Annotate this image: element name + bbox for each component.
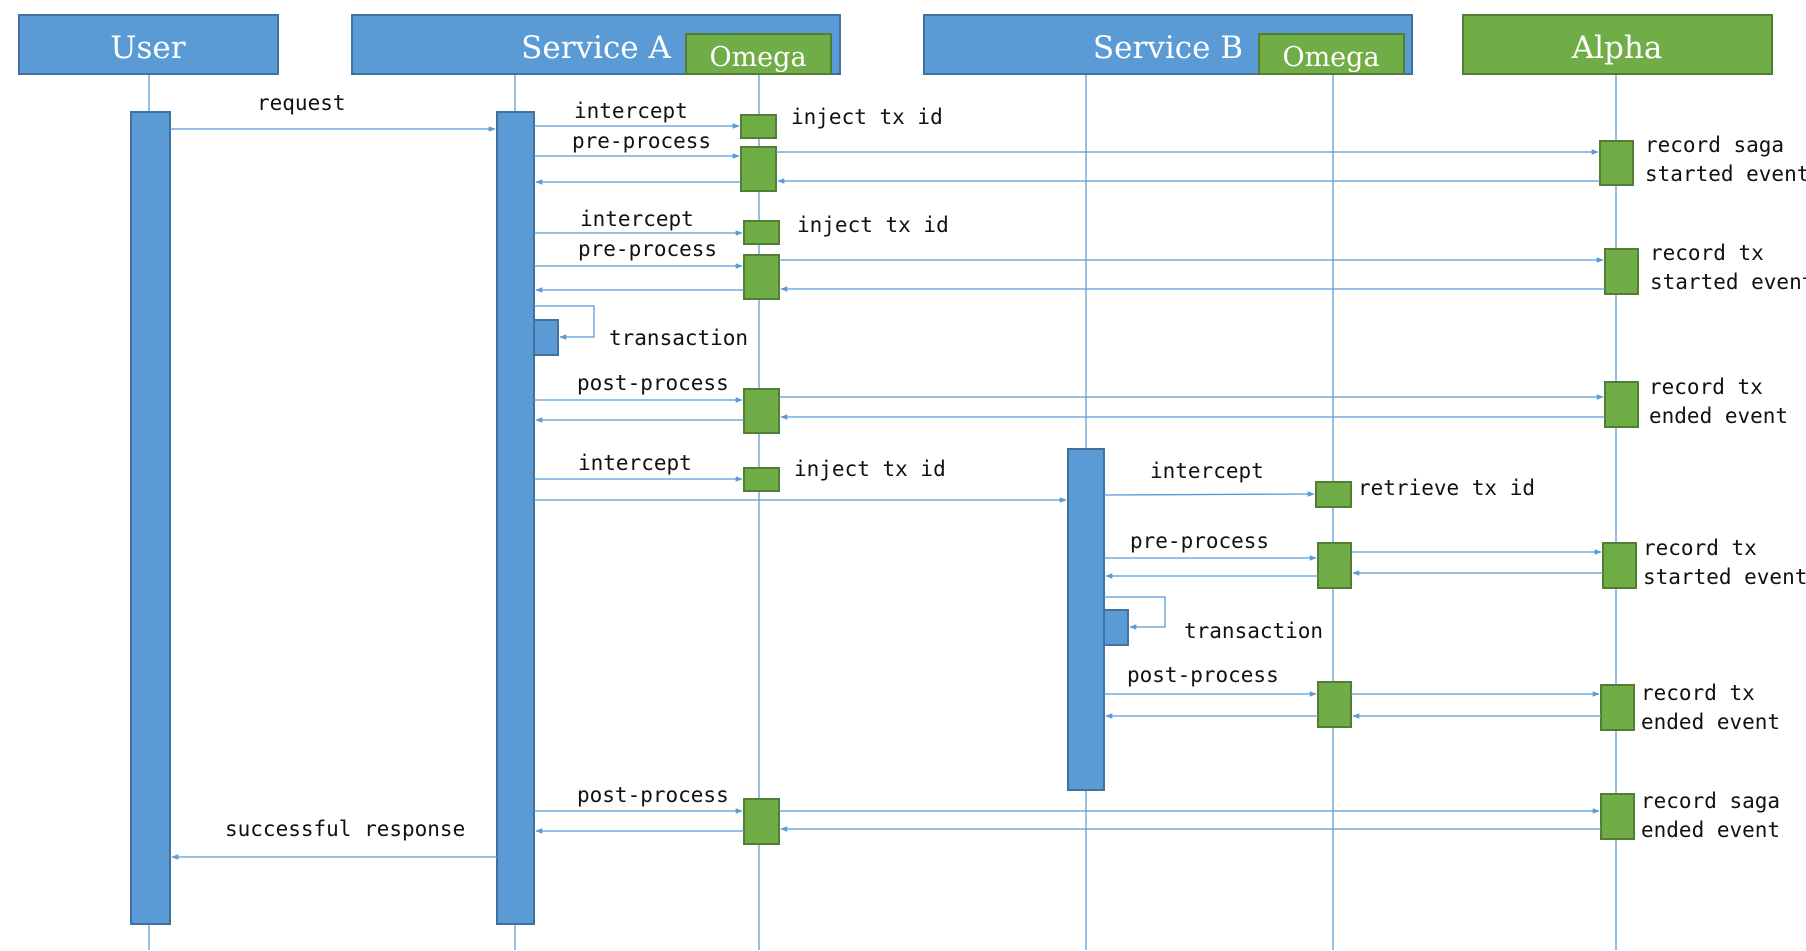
a-tx-started-label-line2: started event — [1650, 270, 1806, 294]
service-a-omega-label: Omega — [709, 42, 806, 73]
user-header: User — [18, 14, 279, 75]
a-omega-inject-box-2 — [743, 220, 780, 245]
a-intercept-label-1: intercept — [574, 99, 688, 123]
b-intercept-label: intercept — [1150, 459, 1264, 483]
alpha-header: Alpha — [1462, 14, 1773, 75]
b-omega-postprocess-box — [1317, 681, 1352, 728]
a-inject-label-1: inject tx id — [791, 105, 943, 129]
b-retrieve-label: retrieve tx id — [1358, 476, 1535, 500]
service-a-transaction-activation — [533, 319, 559, 356]
alpha-a-tx-ended-box — [1604, 381, 1639, 428]
a-tx-ended-label-line2: ended event — [1649, 404, 1788, 428]
service-b-omega-label: Omega — [1282, 42, 1379, 73]
alpha-b-tx-started-box — [1602, 542, 1637, 589]
a-intercept-label-3: intercept — [578, 451, 692, 475]
alpha-saga-ended-box — [1600, 793, 1635, 840]
a-intercept-label-2: intercept — [580, 207, 694, 231]
a-inject-label-2: inject tx id — [797, 213, 949, 237]
a-preprocess-label-2: pre-process — [578, 237, 717, 261]
b-omega-retrieve-box — [1315, 481, 1352, 508]
b-tx-ended-label-line1: record tx — [1641, 681, 1755, 705]
a-omega-postprocess-box-2 — [743, 798, 780, 845]
b-postprocess-label: post-process — [1127, 663, 1279, 687]
service-b-activation — [1067, 448, 1105, 791]
alpha-a-tx-started-box — [1604, 248, 1639, 295]
user-header-label: User — [110, 30, 185, 66]
service-b-omega-header: Omega — [1258, 33, 1405, 75]
saga-ended-label-line2: ended event — [1641, 818, 1780, 842]
alpha-header-label: Alpha — [1571, 30, 1663, 66]
b-transaction-loop-arrow — [1104, 596, 1166, 630]
request-label: request — [257, 91, 346, 115]
a-omega-preprocess-box-1 — [740, 146, 777, 192]
service-a-activation — [496, 111, 535, 925]
b-omega-preprocess-box — [1317, 542, 1352, 589]
alpha-b-tx-ended-box — [1600, 684, 1635, 731]
a-omega-postprocess-box-1 — [743, 388, 780, 434]
a-postprocess-label-1: post-process — [577, 371, 729, 395]
b-tx-started-label-line2: started event — [1643, 565, 1806, 589]
b-tx-started-label-line1: record tx — [1643, 536, 1757, 560]
a-transaction-loop-arrow — [534, 305, 595, 340]
a-omega-inject-box-3 — [743, 467, 780, 492]
saga-ended-label-line1: record saga — [1641, 789, 1780, 813]
service-b-header-label: Service B — [1093, 30, 1243, 66]
a-inject-label-3: inject tx id — [794, 457, 946, 481]
service-b-transaction-activation — [1103, 609, 1129, 646]
a-tx-started-label-line1: record tx — [1650, 241, 1764, 265]
a-omega-inject-box-1 — [740, 114, 777, 139]
b-intercept-arrow — [1103, 491, 1315, 497]
b-preprocess-label: pre-process — [1130, 529, 1269, 553]
b-tx-ended-label-line2: ended event — [1641, 710, 1780, 734]
alpha-saga-started-box — [1599, 140, 1634, 186]
a-transaction-label: transaction — [609, 326, 748, 350]
service-a-omega-header: Omega — [685, 33, 832, 75]
a-preprocess-label-1: pre-process — [572, 129, 711, 153]
a-tx-ended-label-line1: record tx — [1649, 375, 1763, 399]
saga-started-label-line1: record saga — [1645, 133, 1784, 157]
user-activation — [130, 111, 171, 925]
saga-started-label-line2: started event — [1645, 162, 1806, 186]
service-a-header-label: Service A — [521, 30, 671, 66]
response-label: successful response — [225, 817, 465, 841]
a-omega-preprocess-box-2 — [743, 254, 780, 300]
b-transaction-label: transaction — [1184, 619, 1323, 643]
a-postprocess-label-2: post-process — [577, 783, 729, 807]
